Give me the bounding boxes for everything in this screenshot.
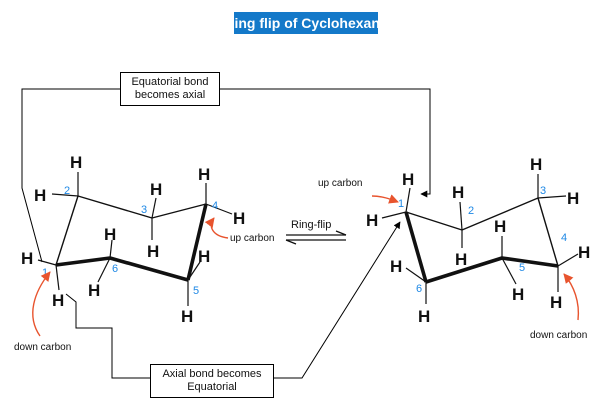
left-up-carbon-label: up carbon: [230, 233, 274, 244]
right-carbon-1: 1: [398, 198, 404, 210]
left-h-c2-axial: H: [70, 153, 82, 172]
right-carbon-6: 6: [416, 283, 422, 295]
left-carbon-6: 6: [112, 263, 118, 275]
left-carbon-4: 4: [212, 200, 218, 212]
right-h-c4-equatorial: H: [578, 243, 590, 262]
left-carbon-3: 3: [141, 204, 147, 216]
ring-flip-arrows: Ring-flip: [285, 219, 347, 245]
right-down-carbon-label: down carbon: [530, 330, 587, 341]
left-h-c5-equatorial: H: [198, 247, 210, 266]
right-h-c2-equatorial: H: [452, 183, 464, 202]
callout-axial-line-2: Equatorial: [187, 381, 237, 393]
right-up-carbon-label: up carbon: [318, 178, 362, 189]
left-h-c6-axial: H: [104, 225, 116, 244]
left-h-c1-axial: H: [52, 291, 64, 310]
left-h-c3-equatorial: H: [150, 180, 162, 199]
right-chair: H H H H H H H H H H H H 1 2 3 4 5 6 up c…: [318, 155, 590, 341]
right-h-c3-equatorial: H: [567, 189, 579, 208]
right-carbon-4: 4: [561, 232, 567, 244]
ring-flip-label: Ring-flip: [291, 219, 331, 231]
left-carbon-5: 5: [193, 285, 199, 297]
right-carbon-5: 5: [519, 262, 525, 274]
callout-equatorial-line-1: Equatorial bond: [131, 76, 209, 88]
callout-equatorial-line-2: becomes axial: [134, 89, 206, 101]
left-h-c5-axial: H: [181, 307, 193, 326]
right-h-c4-axial: H: [550, 293, 562, 312]
left-h-c4-axial: H: [198, 165, 210, 184]
left-down-carbon-label: down carbon: [14, 342, 71, 353]
left-h-c1-equatorial: H: [21, 249, 33, 268]
callout-equatorial-to-axial: Equatorial bond becomes axial: [120, 72, 220, 106]
callout-axial-to-equatorial: Axial bond becomes Equatorial: [150, 364, 274, 398]
right-h-c2-axial: H: [455, 250, 467, 269]
right-carbon-2: 2: [468, 205, 474, 217]
right-h-c1-axial: H: [402, 170, 414, 189]
left-h-c4-equatorial: H: [233, 209, 245, 228]
connector-axial-to-equatorial: [65, 293, 150, 379]
right-carbon-3: 3: [540, 185, 546, 197]
right-h-c3-axial: H: [530, 155, 542, 174]
callout-axial-line-1: Axial bond becomes: [162, 368, 262, 380]
diagram-title: Ring flip of Cyclohexane: [224, 12, 388, 34]
left-h-c2-equatorial: H: [34, 186, 46, 205]
right-h-c6-equatorial: H: [390, 257, 402, 276]
connector-equatorial-to-axial: [21, 88, 120, 263]
left-h-c6-equatorial: H: [88, 281, 100, 300]
left-carbon-1: 1: [42, 267, 48, 279]
connector-equatorial-to-axial-right: [220, 88, 431, 198]
left-h-c3-axial: H: [147, 242, 159, 261]
right-h-c5-equatorial: H: [512, 285, 524, 304]
left-carbon-2: 2: [64, 185, 70, 197]
connector-axial-to-equatorial-right: [274, 221, 401, 379]
right-h-c1-equatorial: H: [366, 211, 378, 230]
left-chair: H H H H H H H H H H H H 1 2 3 4 5 6 up c…: [14, 153, 274, 353]
right-h-c5-axial: H: [494, 217, 506, 236]
right-h-c6-axial: H: [418, 307, 430, 326]
